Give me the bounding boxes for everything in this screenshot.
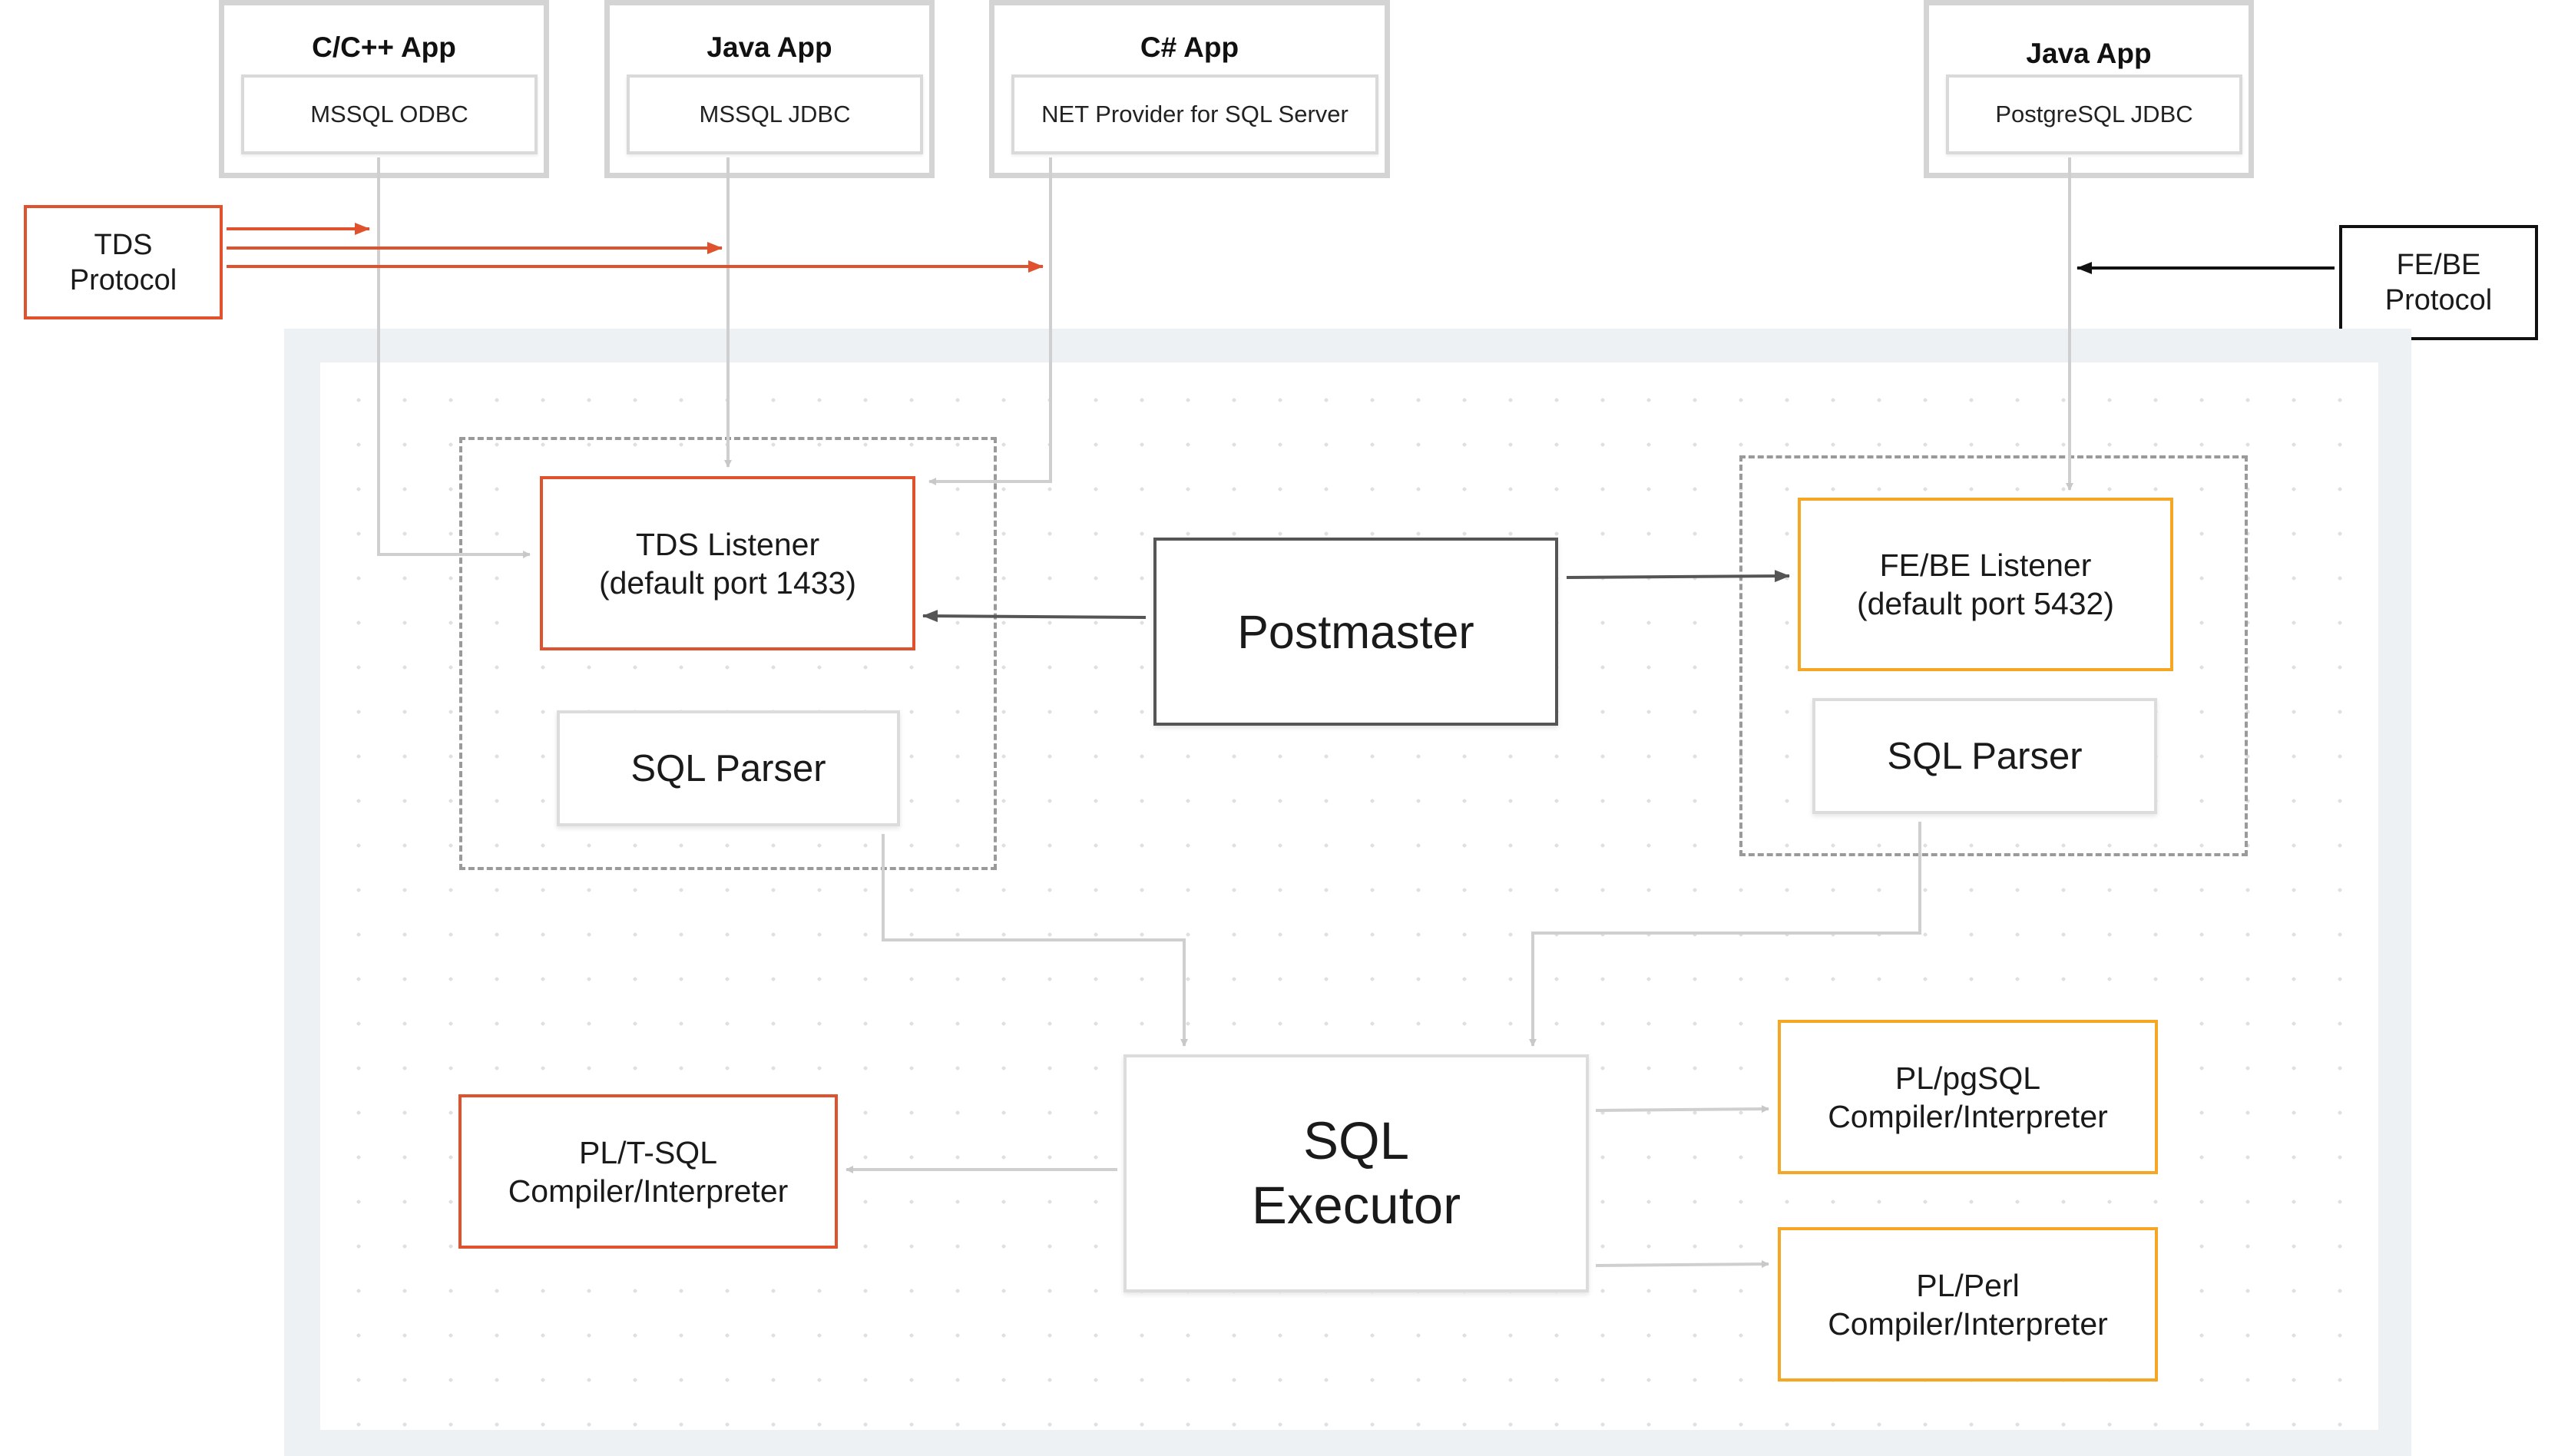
- driver-box: MSSQL ODBC: [241, 74, 538, 154]
- sql-parser-right: SQL Parser: [1812, 698, 2157, 814]
- executor-to-plperl: [1595, 1260, 1769, 1269]
- driver-box: NET Provider for SQL Server: [1011, 74, 1378, 154]
- app-box-java-postgres: Java App PostgreSQL JDBC: [1924, 0, 2254, 178]
- sql-parser-left: SQL Parser: [557, 710, 900, 826]
- wire-net-to-tds: [928, 157, 1052, 485]
- app-title: C# App: [1140, 31, 1239, 63]
- app-title: C/C++ App: [312, 31, 456, 63]
- tds-protocol-label: TDS Protocol: [24, 205, 223, 319]
- febe-group: [1739, 455, 2248, 856]
- executor-to-plpgsql: [1595, 1105, 1769, 1114]
- app-box-c-cpp: C/C++ App MSSQL ODBC: [219, 0, 549, 178]
- plperl-compiler: PL/Perl Compiler/Interpreter: [1778, 1227, 2158, 1382]
- pltsql-compiler: PL/T-SQL Compiler/Interpreter: [458, 1094, 838, 1249]
- plpgsql-compiler: PL/pgSQL Compiler/Interpreter: [1778, 1020, 2158, 1174]
- postmaster-to-tds: [922, 610, 1147, 623]
- sql-executor: SQL Executor: [1123, 1054, 1589, 1292]
- driver-box: MSSQL JDBC: [627, 74, 923, 154]
- postmaster: Postmaster: [1153, 538, 1558, 726]
- app-title: Java App: [707, 31, 832, 63]
- driver-box: PostgreSQL JDBC: [1946, 74, 2242, 154]
- febe-listener: FE/BE Listener (default port 5432): [1798, 498, 2173, 671]
- parser-right-to-executor: [1529, 822, 1921, 1047]
- parser-left-to-executor: [882, 834, 1188, 1047]
- app-box-java-mssql: Java App MSSQL JDBC: [604, 0, 935, 178]
- postmaster-to-febe: [1566, 570, 1790, 583]
- febe-protocol-label: FE/BE Protocol: [2339, 225, 2538, 340]
- tds-listener: TDS Listener (default port 1433): [540, 476, 915, 650]
- wire-odbc-to-tds: [377, 157, 531, 558]
- app-title: Java App: [2026, 38, 2152, 69]
- app-box-csharp: C# App NET Provider for SQL Server: [989, 0, 1390, 178]
